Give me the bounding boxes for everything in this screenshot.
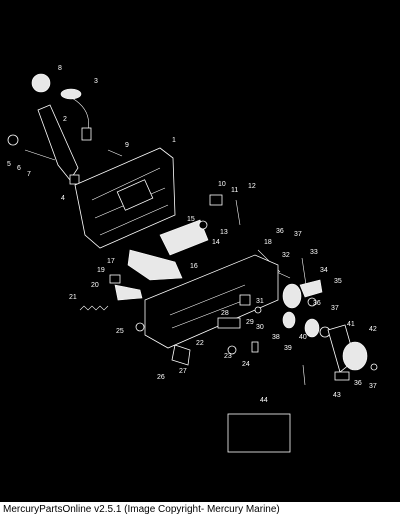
callout-label: 13 <box>220 229 228 236</box>
callout-label: 32 <box>282 252 290 259</box>
callout-label: 42 <box>369 326 377 333</box>
part-throttle-arm <box>282 283 302 309</box>
callout-label: 21 <box>69 294 77 301</box>
callout-label: 2 <box>63 116 67 123</box>
part-housing-window <box>116 179 154 211</box>
callout-label: 11 <box>231 187 238 194</box>
callout-label: 43 <box>333 392 341 399</box>
part-roller <box>282 311 296 329</box>
parts-diagram: 1 2 3 4 5 6 7 8 9 10 11 12 13 14 15 16 1… <box>0 0 400 502</box>
part-control-lever <box>37 104 79 181</box>
callout-label: 27 <box>179 368 187 375</box>
callout-label: 6 <box>17 165 21 172</box>
part-decal <box>227 413 291 453</box>
exploded-view-drawing: 1 2 3 4 5 6 7 8 9 10 11 12 13 14 15 16 1… <box>7 65 378 453</box>
part-lever-plate <box>342 341 368 371</box>
callout-label: 37 <box>369 383 377 390</box>
callout-label: 38 <box>272 334 280 341</box>
part-plate-detail <box>169 284 251 329</box>
part-cam-2 <box>299 279 323 298</box>
callout-label: 8 <box>58 65 62 72</box>
callout-label: 28 <box>221 310 229 317</box>
part-switch-small <box>81 127 92 141</box>
part-boot <box>60 88 82 100</box>
callout-label: 5 <box>7 161 11 168</box>
part-nut <box>69 174 80 185</box>
callout-label: 22 <box>196 340 204 347</box>
callout-label: 44 <box>260 397 268 404</box>
callout-label: 31 <box>256 298 264 305</box>
part-block <box>239 294 251 306</box>
callout-label: 37 <box>294 231 302 238</box>
part-washer-2 <box>307 297 317 307</box>
part-screw <box>24 149 56 161</box>
callout-label: 14 <box>212 239 220 246</box>
part-clip-2 <box>334 371 350 381</box>
part-screw-3 <box>251 341 259 353</box>
part-shift-shaft <box>159 219 209 256</box>
callout-label: 26 <box>157 374 165 381</box>
copyright-caption: MercuryPartsOnline v2.5.1 (Image Copyrig… <box>0 502 400 517</box>
part-neutral-switch <box>109 274 121 284</box>
part-nut-2 <box>135 322 145 332</box>
callout-label: 19 <box>97 267 105 274</box>
callout-label: 30 <box>256 324 264 331</box>
callout-label: 17 <box>107 258 115 265</box>
callout-label: 4 <box>61 195 65 202</box>
callout-label: 3 <box>94 78 98 85</box>
part-bushing <box>227 345 237 355</box>
callout-label: 1 <box>172 137 176 144</box>
part-link <box>171 344 191 366</box>
callout-label: 18 <box>264 239 272 246</box>
part-pin <box>107 149 123 157</box>
part-wire <box>71 97 89 131</box>
callout-label: 7 <box>27 171 31 178</box>
callout-label: 37 <box>331 305 339 312</box>
callout-label: 20 <box>91 282 99 289</box>
part-ring <box>7 134 19 146</box>
callout-label: 24 <box>242 361 250 368</box>
callout-label: 15 <box>187 216 195 223</box>
callout-label: 41 <box>347 321 355 328</box>
callout-label: 36 <box>276 228 284 235</box>
part-spring <box>79 305 109 311</box>
part-cam <box>114 284 143 301</box>
callout-label: 9 <box>125 142 129 149</box>
callout-label: 33 <box>310 249 318 256</box>
part-washer <box>198 220 208 230</box>
part-clip <box>235 199 241 226</box>
part-spring-small <box>301 257 307 286</box>
callout-label: 16 <box>190 263 198 270</box>
callout-label: 29 <box>246 319 254 326</box>
callout-label: 35 <box>334 278 342 285</box>
callout-label: 12 <box>248 183 256 190</box>
callout-label: 36 <box>313 300 321 307</box>
callout-label: 10 <box>218 181 226 188</box>
part-bracket-2 <box>217 317 241 329</box>
callout-label: 23 <box>224 353 232 360</box>
callout-label: 34 <box>320 267 328 274</box>
callout-label: 39 <box>284 345 292 352</box>
part-roller-2 <box>304 318 320 338</box>
part-bracket <box>209 194 223 206</box>
part-mounting-plate <box>144 254 279 349</box>
part-spring-2 <box>302 364 306 386</box>
part-bolt <box>370 363 378 371</box>
part-small-washer <box>254 306 262 314</box>
callout-label: 40 <box>299 334 307 341</box>
part-throttle-shaft <box>127 249 183 281</box>
callout-label: 36 <box>354 380 362 387</box>
part-knob <box>31 73 51 93</box>
callout-label: 25 <box>116 328 124 335</box>
